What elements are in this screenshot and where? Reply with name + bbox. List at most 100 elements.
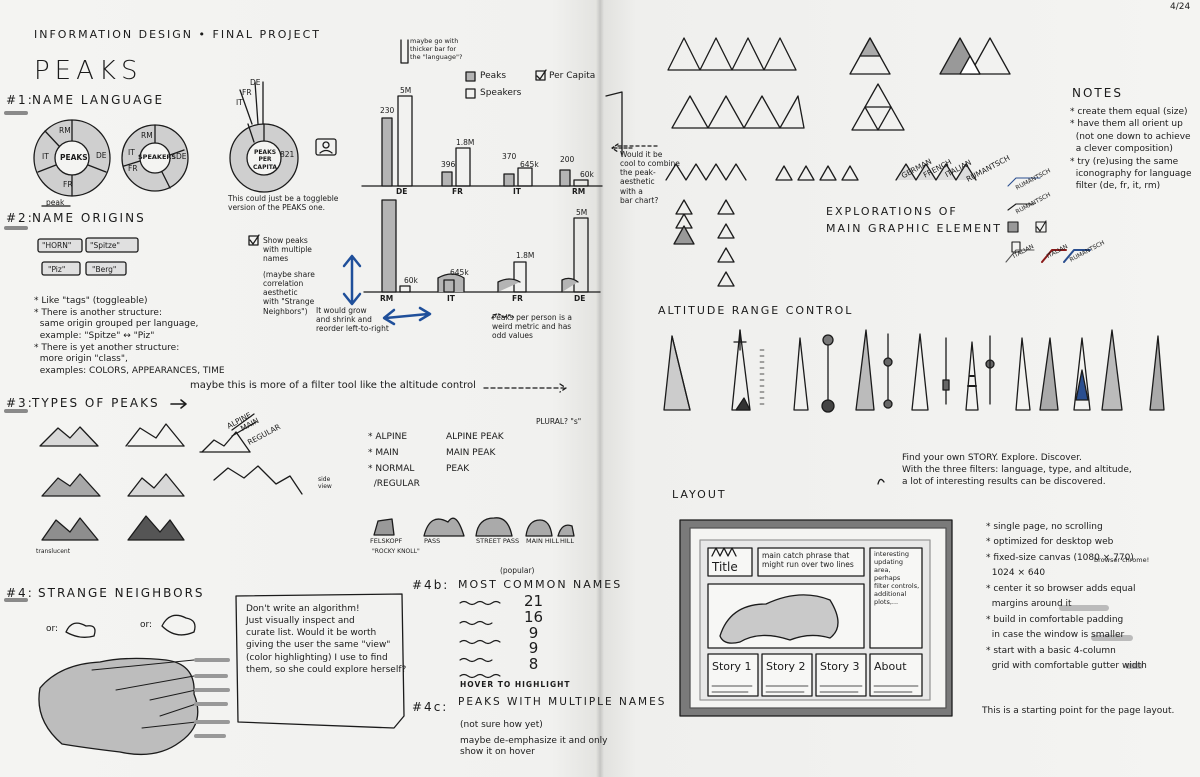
d2-it: IT bbox=[128, 148, 135, 157]
shape-felskopf: FELSKOPF bbox=[370, 537, 403, 545]
common-name-counts: 21 16 9 9 8 bbox=[524, 592, 544, 673]
sec2-num: #2: bbox=[6, 211, 34, 225]
altitude-controls bbox=[663, 329, 1165, 413]
language-icons bbox=[1005, 177, 1091, 263]
shape-hill: HILL bbox=[560, 537, 575, 545]
bar-label-rm: RM bbox=[572, 187, 586, 196]
notes-title: NOTES bbox=[1072, 86, 1123, 100]
altitude-title: ALTITUDE RANGE CONTROL bbox=[658, 304, 854, 317]
d3-center: PEAKS PER CAPITA bbox=[253, 149, 277, 171]
show-peaks-checkbox bbox=[248, 235, 259, 246]
page-title: PEAKS bbox=[34, 56, 143, 86]
wire-side: interesting updating area, perhaps filte… bbox=[874, 550, 920, 606]
neighbor-map bbox=[38, 657, 199, 756]
tag-berg-label[interactable]: "Berg" bbox=[92, 265, 117, 274]
sec1-num: #1: bbox=[6, 93, 34, 107]
landform-shapes bbox=[373, 517, 575, 537]
neighbor-blob-2 bbox=[161, 614, 196, 636]
legend-peaks-box bbox=[465, 71, 476, 82]
shape-main-hill: MAIN HILL bbox=[526, 537, 559, 545]
sec1-title: NAME LANGUAGE bbox=[32, 93, 165, 107]
notes-list: * create them equal (size) * have them a… bbox=[1070, 107, 1192, 192]
bar-de-a: 230 bbox=[380, 106, 395, 115]
tag-piz bbox=[41, 261, 81, 276]
page-number: 4/24 bbox=[1170, 2, 1191, 12]
wire-title: Title bbox=[712, 560, 738, 574]
sec4c-num: #4c: bbox=[412, 700, 449, 714]
d1-de: DE bbox=[96, 151, 107, 160]
donut-percapita bbox=[229, 81, 299, 193]
tag-horn-label[interactable]: "HORN" bbox=[42, 241, 72, 250]
wire-catch: main catch phrase that might run over tw… bbox=[762, 551, 854, 570]
note-highlights bbox=[1059, 605, 1143, 669]
d2-center: SPEAKERS bbox=[138, 153, 177, 161]
wire-story-2: Story 2 bbox=[766, 660, 806, 673]
rocky-knoll: "ROCKY KNOLL" bbox=[372, 548, 420, 555]
starting-point: This is a starting point for the page la… bbox=[982, 706, 1175, 716]
story-arrow bbox=[877, 478, 885, 485]
tag-horn bbox=[37, 238, 83, 253]
legend-percapita: Per Capita bbox=[549, 71, 596, 81]
bar-chart-top bbox=[361, 95, 603, 187]
combine-bracket bbox=[605, 91, 623, 155]
neighbor-blob-1 bbox=[65, 622, 96, 638]
grow-note: It would grow and shrink and reorder lef… bbox=[316, 306, 389, 334]
struck-peak: peak bbox=[46, 198, 65, 207]
horizontal-grow-arrow bbox=[382, 306, 432, 326]
d1-center: PEAKS bbox=[60, 153, 88, 162]
bar-chart-bottom bbox=[363, 199, 601, 293]
or-label-2: or: bbox=[140, 620, 153, 630]
or-label-1: or: bbox=[46, 624, 59, 634]
sec3-num: #3: bbox=[6, 396, 34, 410]
sec4c-sub2: maybe de-emphasize it and only show it o… bbox=[460, 736, 608, 757]
bar-rm-a: 200 bbox=[560, 155, 575, 164]
legend-peaks: Peaks bbox=[480, 71, 507, 81]
bb-label-rm: RM bbox=[380, 294, 394, 303]
shape-street-pass: STREET PASS bbox=[476, 537, 520, 545]
tag-spitze bbox=[85, 237, 139, 253]
legend-percapita-check bbox=[535, 70, 546, 81]
vertical-grow-arrow bbox=[342, 254, 362, 306]
spine-shadow bbox=[596, 0, 604, 777]
translucent-label: translucent bbox=[36, 548, 71, 555]
explorations-title: EXPLORATIONS OF MAIN GRAPHIC ELEMENT bbox=[826, 205, 1002, 236]
bar-label-fr: FR bbox=[452, 187, 463, 196]
d3-fr: FR bbox=[242, 88, 252, 97]
curation-note: Don't write an algorithm! Just visually … bbox=[246, 604, 407, 675]
sec4-title: STRANGE NEIGHBORS bbox=[38, 586, 205, 600]
bar-fr-a: 396 bbox=[441, 160, 456, 169]
origin-bullets: * Like "tags" (toggleable) * There is an… bbox=[34, 296, 225, 377]
sec2-title: NAME ORIGINS bbox=[32, 211, 146, 225]
d2-fr: FR bbox=[128, 164, 138, 173]
sec4b-num: #4b: bbox=[412, 578, 450, 592]
tag-piz-label[interactable]: "Piz" bbox=[48, 265, 66, 274]
plural-note: PLURAL? "s" bbox=[536, 417, 582, 426]
bar-de-b: 5M bbox=[400, 86, 412, 95]
legend-speakers-box bbox=[465, 88, 476, 99]
course-heading: INFORMATION DESIGN • FINAL PROJECT bbox=[34, 28, 321, 41]
d3-de: DE bbox=[250, 78, 261, 87]
story-text: Find your own STORY. Explore. Discover. … bbox=[902, 453, 1132, 488]
sec4-num: #4: bbox=[6, 586, 34, 600]
wire-about: About bbox=[874, 660, 907, 673]
tag-berg bbox=[85, 261, 127, 276]
triangle-explorations bbox=[665, 37, 1011, 287]
legend-speakers: Speakers bbox=[480, 88, 522, 98]
tag-spitze-label[interactable]: "Spitze" bbox=[90, 241, 120, 250]
bb-fr: 1.8M bbox=[516, 251, 535, 260]
type-list-right: ALPINE PEAK MAIN PEAK PEAK bbox=[446, 432, 504, 474]
bb-label-fr: FR bbox=[512, 294, 523, 303]
browser-chrome-note: browser chrome! bbox=[1094, 556, 1150, 564]
bb-rm: 60k bbox=[404, 276, 418, 285]
bb-it: 645k bbox=[450, 268, 469, 277]
d1-it: IT bbox=[42, 152, 49, 161]
filter-arrow bbox=[170, 399, 187, 409]
popular-note: (popular) bbox=[500, 566, 535, 575]
d3-821: 821 bbox=[280, 150, 295, 159]
d2-rm: RM bbox=[141, 131, 153, 140]
bb-label-de: DE bbox=[574, 294, 586, 303]
bar-it-a: 370 bbox=[502, 152, 517, 161]
sec4b-title: MOST COMMON NAMES bbox=[458, 578, 623, 591]
